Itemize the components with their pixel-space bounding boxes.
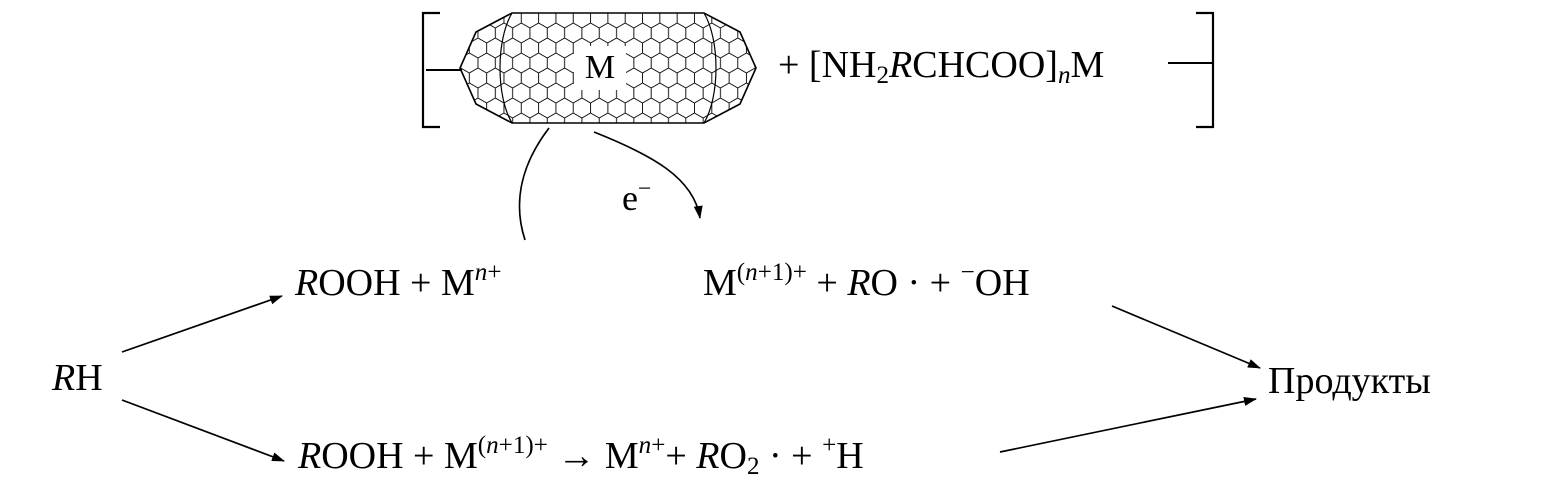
ligand-formula: + [NH2RCHCOO]nM	[778, 44, 1105, 90]
substrate-label: RH	[52, 357, 103, 399]
nanotube-complex: M	[452, 8, 764, 128]
arrow-top-branch-to-products	[1111, 305, 1261, 369]
left-bracket	[421, 11, 440, 129]
arrow-rh-to-bottom-branch	[121, 399, 285, 462]
peroxide-metal-formula: ROOH + Mn+	[295, 259, 502, 304]
electron-label: e−	[622, 176, 652, 218]
arrow-rh-to-top-branch	[121, 295, 283, 353]
right-bracket	[1196, 11, 1215, 129]
bottom-reaction-formula: ROOH + M(n+1)+ → Mn++ RO2 · + +H	[298, 432, 864, 481]
arrow-bottom-branch-to-products	[999, 397, 1257, 453]
oxidized-metal-radical-formula: M(n+1)+ + RO · + −OH	[703, 259, 1030, 304]
nanotube-right-cap-rim	[703, 12, 717, 124]
nanotube-left-cap-rim	[499, 12, 513, 124]
products-label: Продукты	[1268, 360, 1431, 402]
electron-transfer-curve-left	[518, 127, 550, 241]
encapsulated-metal-label: M	[574, 46, 626, 90]
